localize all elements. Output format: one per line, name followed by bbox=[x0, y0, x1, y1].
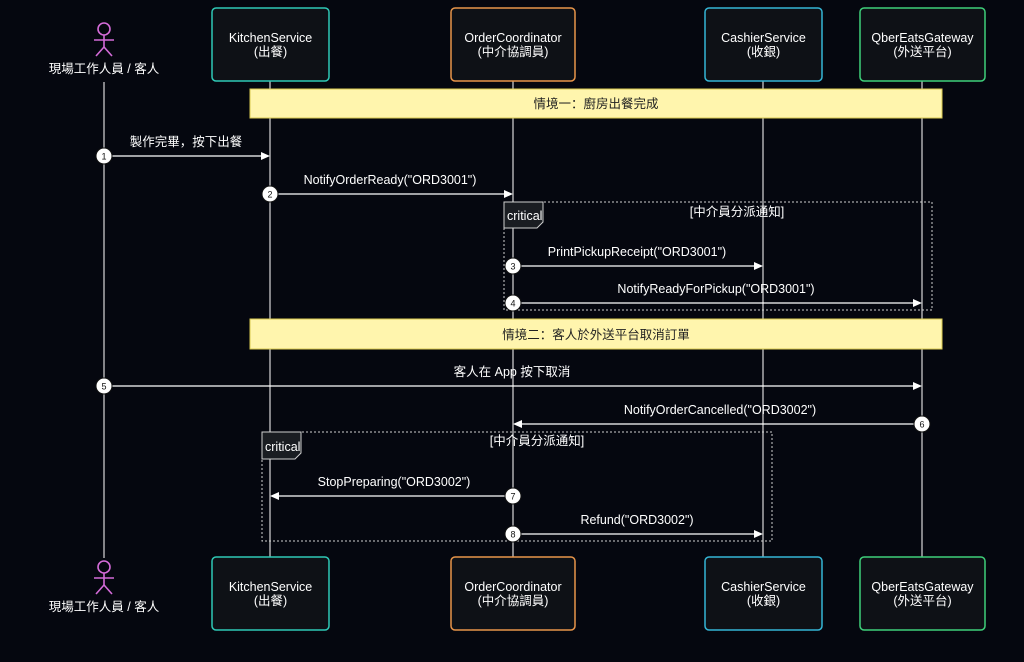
message-1-label: 製作完畢，按下出餐 bbox=[130, 134, 243, 149]
message-7-label: StopPreparing("ORD3002") bbox=[318, 475, 471, 489]
actor-gateway-box bbox=[859, 556, 986, 631]
actor-gateway-bottom: QberEatsGateway (外送平台) bbox=[859, 556, 986, 631]
message-2: NotifyOrderReady("ORD3001") 2 bbox=[261, 173, 513, 203]
message-8-label: Refund("ORD3002") bbox=[580, 513, 693, 527]
arrowhead-icon bbox=[754, 530, 763, 538]
arrowhead-icon bbox=[270, 492, 279, 500]
actor-kitchen-name: KitchenService bbox=[229, 580, 312, 594]
arrowhead-icon bbox=[513, 420, 522, 428]
note-scenario-2-text: 情境二：客人於外送平台取消訂單 bbox=[502, 327, 690, 342]
sequence-number-2: 2 bbox=[261, 185, 279, 203]
message-1: 製作完畢，按下出餐 1 bbox=[95, 134, 270, 165]
critical-fragment-1-condition: [中介員分派通知] bbox=[690, 204, 784, 219]
actor-coordinator-box bbox=[450, 7, 576, 82]
actor-gateway-box bbox=[859, 7, 986, 82]
sequence-number-3: 3 bbox=[504, 257, 522, 275]
critical-fragment-1: critical [中介員分派通知] bbox=[503, 201, 933, 311]
arrowhead-icon bbox=[913, 299, 922, 307]
sequence-number-8-text: 8 bbox=[510, 530, 515, 540]
sequence-number-6: 6 bbox=[913, 415, 931, 433]
note-scenario-1-text: 情境一：廚房出餐完成 bbox=[533, 96, 658, 111]
sequence-number-3-text: 3 bbox=[510, 262, 515, 272]
message-4: NotifyReadyForPickup("ORD3001") 4 bbox=[504, 282, 922, 312]
message-6: NotifyOrderCancelled("ORD3002") 6 bbox=[513, 403, 931, 433]
actor-kitchen-box bbox=[211, 556, 330, 631]
actor-coordinator-box bbox=[450, 556, 576, 631]
critical-fragment-2-keyword: critical bbox=[265, 440, 300, 454]
actor-staff-top: 現場工作人員 / 客人 bbox=[49, 22, 160, 76]
sequence-number-5-text: 5 bbox=[101, 382, 106, 392]
actor-cashier-bottom: CashierService (收銀) bbox=[704, 556, 823, 631]
actor-cashier-sub: (收銀) bbox=[747, 594, 780, 608]
critical-fragment-1-keyword: critical bbox=[507, 209, 542, 223]
note-scenario-1: 情境一：廚房出餐完成 bbox=[249, 88, 943, 119]
actor-gateway-name: QberEatsGateway bbox=[871, 580, 974, 594]
actor-staff-label: 現場工作人員 / 客人 bbox=[49, 61, 160, 76]
actor-coordinator-sub: (中介協調員) bbox=[478, 593, 549, 608]
message-2-label: NotifyOrderReady("ORD3001") bbox=[304, 173, 477, 187]
message-4-label: NotifyReadyForPickup("ORD3001") bbox=[617, 282, 814, 296]
actor-staff-label: 現場工作人員 / 客人 bbox=[49, 599, 160, 614]
message-7: StopPreparing("ORD3002") 7 bbox=[270, 475, 522, 505]
actor-cashier-box bbox=[704, 7, 823, 82]
actor-gateway-name: QberEatsGateway bbox=[871, 31, 974, 45]
actor-cashier-top: CashierService (收銀) bbox=[704, 7, 823, 82]
actor-coordinator-top: OrderCoordinator (中介協調員) bbox=[450, 7, 576, 82]
sequence-number-7-text: 7 bbox=[510, 492, 515, 502]
actor-gateway-sub: (外送平台) bbox=[893, 44, 951, 59]
sequence-number-1: 1 bbox=[95, 147, 113, 165]
actor-kitchen-top: KitchenService (出餐) bbox=[211, 7, 330, 82]
actor-kitchen-sub: (出餐) bbox=[254, 593, 287, 608]
sequence-number-7: 7 bbox=[504, 487, 522, 505]
message-5: 客人在 App 按下取消 5 bbox=[95, 364, 922, 395]
actor-cashier-name: CashierService bbox=[721, 580, 806, 594]
actor-coordinator-name: OrderCoordinator bbox=[464, 580, 561, 594]
message-3: PrintPickupReceipt("ORD3001") 3 bbox=[504, 245, 763, 275]
actor-gateway-sub: (外送平台) bbox=[893, 593, 951, 608]
arrowhead-icon bbox=[754, 262, 763, 270]
note-scenario-2: 情境二：客人於外送平台取消訂單 bbox=[249, 318, 943, 350]
message-5-label: 客人在 App 按下取消 bbox=[454, 364, 571, 379]
message-6-label: NotifyOrderCancelled("ORD3002") bbox=[624, 403, 816, 417]
actor-gateway-top: QberEatsGateway (外送平台) bbox=[859, 7, 986, 82]
sequence-number-2-text: 2 bbox=[267, 190, 272, 200]
actor-staff-bottom: 現場工作人員 / 客人 bbox=[49, 560, 160, 614]
message-8: Refund("ORD3002") 8 bbox=[504, 513, 763, 543]
actor-kitchen-name: KitchenService bbox=[229, 31, 312, 45]
actor-kitchen-bottom: KitchenService (出餐) bbox=[211, 556, 330, 631]
actor-cashier-sub: (收銀) bbox=[747, 45, 780, 59]
critical-fragment-2-condition: [中介員分派通知] bbox=[490, 433, 584, 448]
actor-cashier-box bbox=[704, 556, 823, 631]
sequence-number-4-text: 4 bbox=[510, 299, 515, 309]
person-icon bbox=[94, 560, 114, 595]
actor-coordinator-name: OrderCoordinator bbox=[464, 31, 561, 45]
arrowhead-icon bbox=[913, 382, 922, 390]
sequence-number-5: 5 bbox=[95, 377, 113, 395]
actor-coordinator-bottom: OrderCoordinator (中介協調員) bbox=[450, 556, 576, 631]
actor-kitchen-box bbox=[211, 7, 330, 82]
sequence-number-1-text: 1 bbox=[101, 152, 106, 162]
sequence-number-8: 8 bbox=[504, 525, 522, 543]
sequence-number-4: 4 bbox=[504, 294, 522, 312]
sequence-number-6-text: 6 bbox=[919, 420, 924, 430]
message-3-label: PrintPickupReceipt("ORD3001") bbox=[548, 245, 726, 259]
actor-coordinator-sub: (中介協調員) bbox=[478, 44, 549, 59]
actor-cashier-name: CashierService bbox=[721, 31, 806, 45]
person-icon bbox=[94, 22, 114, 57]
actor-kitchen-sub: (出餐) bbox=[254, 44, 287, 59]
arrowhead-icon bbox=[504, 190, 513, 198]
arrowhead-icon bbox=[261, 152, 270, 160]
